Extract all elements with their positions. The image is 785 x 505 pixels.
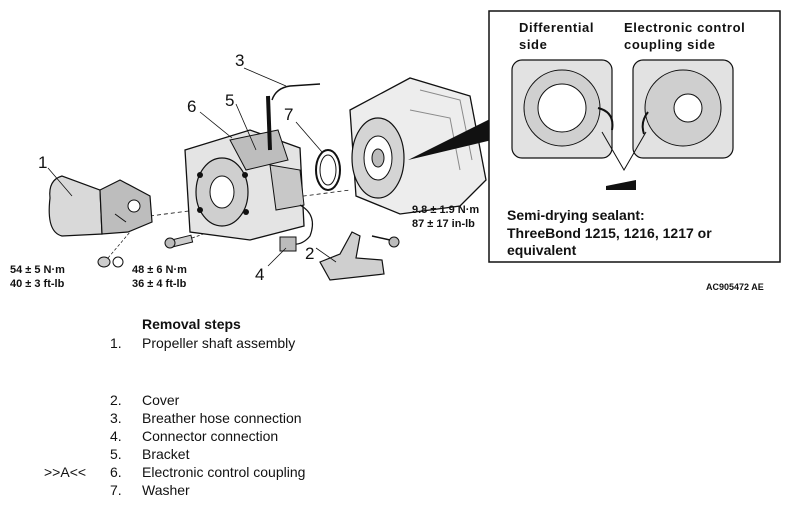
sealant-tube-icon <box>606 180 636 190</box>
step-index: 5. <box>110 446 122 462</box>
callout-1: 1 <box>38 153 47 172</box>
step-index: 7. <box>110 482 122 498</box>
step-label: Electronic control coupling <box>142 464 306 480</box>
torque-flange-nut-imperial: 40 ± 3 ft-lb <box>10 278 65 290</box>
coupling-side-flange <box>632 59 734 159</box>
callout-6: 6 <box>187 97 196 116</box>
sealant-equivalent: equivalent <box>507 242 577 258</box>
flange-nut <box>97 256 124 268</box>
step-index: 2. <box>110 392 122 408</box>
step-index: 6. <box>110 464 122 480</box>
callout-4: 4 <box>255 265 264 284</box>
list-item: 5. Bracket <box>0 445 400 463</box>
callout-2: 2 <box>305 244 314 263</box>
mounting-bolt <box>164 234 194 249</box>
transfer-case-housing <box>349 77 487 215</box>
callout-7: 7 <box>284 105 293 124</box>
differential-side-flange <box>511 59 614 159</box>
list-item: 3. Breather hose connection <box>0 409 400 427</box>
step-label: Cover <box>142 392 180 408</box>
propeller-shaft-assembly <box>48 175 153 237</box>
list-item: 4. Connector connection <box>0 427 400 445</box>
torque-coupling-bolt-metric: 48 ± 6 N·m <box>132 264 187 276</box>
list-item: >>A<< 6. Electronic control coupling <box>0 463 400 481</box>
callout-3: 3 <box>235 51 244 70</box>
step-mark: >>A<< <box>44 464 87 480</box>
step-label: Propeller shaft assembly <box>142 335 296 351</box>
sealant-heading: Semi-drying sealant: <box>507 207 645 223</box>
step-label: Washer <box>142 482 190 498</box>
list-item: 1. Propeller shaft assembly <box>0 334 400 352</box>
breather-hose <box>271 83 321 101</box>
washer <box>315 149 341 191</box>
step-index: 1. <box>110 335 122 351</box>
step-label: Connector connection <box>142 428 279 444</box>
step-index: 3. <box>110 410 122 426</box>
inset-differential-label-2: side <box>519 37 547 52</box>
torque-bracket-bolt-imperial: 87 ± 17 in-lb <box>412 218 475 230</box>
connector <box>279 236 297 252</box>
torque-coupling-bolt-imperial: 36 ± 4 ft-lb <box>132 278 187 290</box>
step-index: 4. <box>110 428 122 444</box>
sealant-products: ThreeBond 1215, 1216, 1217 or <box>507 225 712 241</box>
removal-steps-title: Removal steps <box>142 316 241 332</box>
detail-pointer <box>408 118 492 160</box>
torque-flange-nut-metric: 54 ± 5 N·m <box>10 264 65 276</box>
inset-differential-label: Differential <box>519 20 594 35</box>
list-item: 7. Washer <box>0 481 400 499</box>
torque-bracket-bolt-metric: 9.8 ± 1.9 N·m <box>412 204 479 216</box>
inset-coupling-label-2: coupling side <box>624 37 716 52</box>
figure-code: AC905472 AE <box>706 282 764 292</box>
inset-coupling-label: Electronic control <box>624 20 745 35</box>
electronic-control-coupling <box>184 129 313 245</box>
step-label: Bracket <box>142 446 190 462</box>
sealant-arrows <box>601 131 647 171</box>
bracket-bolt <box>371 235 400 248</box>
callout-5: 5 <box>225 91 234 110</box>
bracket <box>319 231 385 281</box>
list-item: 2. Cover <box>0 391 400 409</box>
step-label: Breather hose connection <box>142 410 302 426</box>
